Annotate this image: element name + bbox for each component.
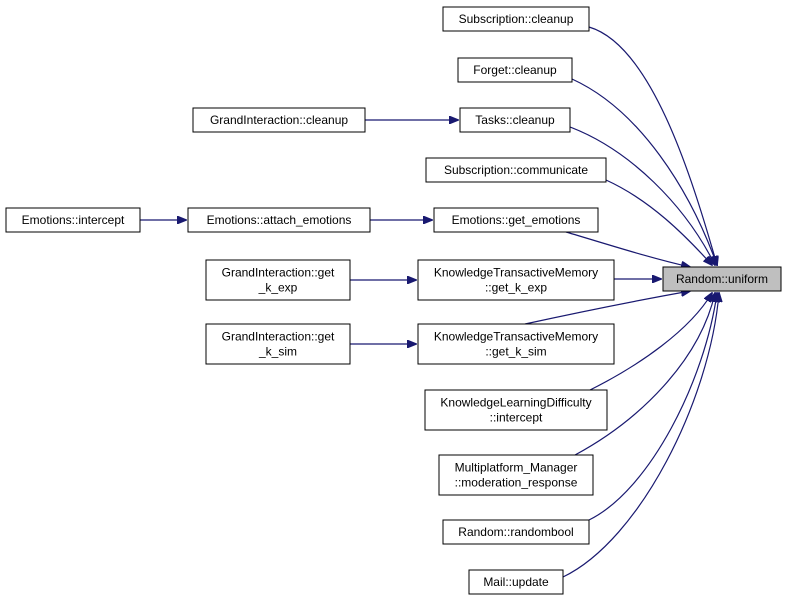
node-label: Subscription::communicate xyxy=(444,163,588,177)
node-grandinteraction_get_k_exp[interactable]: GrandInteraction::get_k_exp xyxy=(205,259,351,301)
node-box xyxy=(192,107,366,133)
node-subscription_cleanup[interactable]: Subscription::cleanup xyxy=(442,6,590,32)
node-label: KnowledgeTransactiveMemory xyxy=(434,330,598,344)
node-ktm_get_k_sim[interactable]: KnowledgeTransactiveMemory::get_k_sim xyxy=(417,323,615,365)
edge-kld_intercept-to-random_uniform xyxy=(589,293,712,391)
edge-mpm_moderation_response-to-random_uniform xyxy=(574,293,715,456)
node-grandinteraction_cleanup[interactable]: GrandInteraction::cleanup xyxy=(192,107,366,133)
node-emotions_attach_emotions[interactable]: Emotions::attach_emotions xyxy=(187,207,371,233)
node-box xyxy=(5,207,141,233)
node-label: _k_exp xyxy=(258,281,298,295)
node-box xyxy=(438,454,594,496)
node-tasks_cleanup[interactable]: Tasks::cleanup xyxy=(459,107,571,133)
node-grandinteraction_get_k_sim[interactable]: GrandInteraction::get_k_sim xyxy=(205,323,351,365)
node-label: GrandInteraction::get xyxy=(222,266,335,280)
node-kld_intercept[interactable]: KnowledgeLearningDifficulty::intercept xyxy=(424,389,608,431)
node-box xyxy=(425,157,607,183)
node-box xyxy=(417,323,615,365)
node-label: GrandInteraction::cleanup xyxy=(210,113,348,127)
node-box xyxy=(433,207,599,233)
node-label: Multiplatform_Manager xyxy=(455,461,578,475)
node-label: ::get_k_sim xyxy=(485,345,546,359)
node-forget_cleanup[interactable]: Forget::cleanup xyxy=(457,57,573,83)
node-label: ::intercept xyxy=(490,411,543,425)
node-label: KnowledgeLearningDifficulty xyxy=(440,396,591,410)
node-ktm_get_k_exp[interactable]: KnowledgeTransactiveMemory::get_k_exp xyxy=(417,259,615,301)
node-label: Random::randombool xyxy=(458,525,573,539)
node-label: Tasks::cleanup xyxy=(475,113,555,127)
edge-ktm_get_k_sim-to-random_uniform xyxy=(524,291,690,325)
node-box xyxy=(442,6,590,32)
node-emotions_intercept[interactable]: Emotions::intercept xyxy=(5,207,141,233)
edge-emotions_get_emotions-to-random_uniform xyxy=(565,231,690,267)
node-box xyxy=(459,107,571,133)
edge-subscription_communicate-to-random_uniform xyxy=(605,179,712,265)
node-label: GrandInteraction::get xyxy=(222,330,335,344)
node-label: KnowledgeTransactiveMemory xyxy=(434,266,598,280)
edge-mail_update-to-random_uniform xyxy=(562,293,719,578)
node-label: Forget::cleanup xyxy=(473,63,557,77)
node-label: Emotions::get_emotions xyxy=(452,213,581,227)
edge-subscription_cleanup-to-random_uniform xyxy=(588,26,717,265)
edges-layer xyxy=(140,26,719,578)
node-emotions_get_emotions[interactable]: Emotions::get_emotions xyxy=(433,207,599,233)
node-box xyxy=(424,389,608,431)
node-box xyxy=(205,259,351,301)
edge-tasks_cleanup-to-random_uniform xyxy=(569,126,715,265)
node-random_randombool[interactable]: Random::randombool xyxy=(442,519,590,545)
node-mail_update[interactable]: Mail::update xyxy=(468,569,564,595)
node-subscription_communicate[interactable]: Subscription::communicate xyxy=(425,157,607,183)
node-box xyxy=(468,569,564,595)
node-label: Subscription::cleanup xyxy=(459,12,574,26)
edge-random_randombool-to-random_uniform xyxy=(588,293,717,521)
node-label: Mail::update xyxy=(483,575,549,589)
edge-forget_cleanup-to-random_uniform xyxy=(571,78,717,265)
node-box xyxy=(205,323,351,365)
node-box xyxy=(662,266,782,292)
node-box xyxy=(442,519,590,545)
node-box xyxy=(457,57,573,83)
node-label: Emotions::attach_emotions xyxy=(207,213,352,227)
nodes-layer: Random::uniform Subscription::cleanupForg… xyxy=(5,6,782,595)
node-box xyxy=(417,259,615,301)
node-label: _k_sim xyxy=(258,345,297,359)
node-label: ::get_k_exp xyxy=(485,281,547,295)
node-mpm_moderation_response[interactable]: Multiplatform_Manager::moderation_respon… xyxy=(438,454,594,496)
node-label: ::moderation_response xyxy=(455,476,578,490)
node-label: Emotions::intercept xyxy=(22,213,125,227)
node-label: Random::uniform xyxy=(676,272,768,286)
node-box xyxy=(187,207,371,233)
node-random_uniform[interactable]: Random::uniform xyxy=(662,266,782,292)
